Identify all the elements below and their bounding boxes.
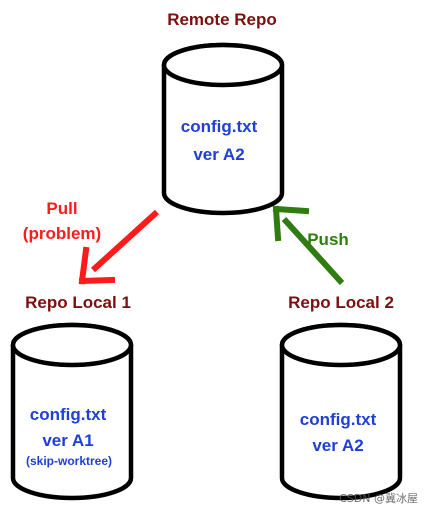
pull-problem-label: (problem) (23, 224, 101, 243)
repo-local-1-file: config.txt (30, 405, 107, 424)
remote-repo-version: ver A2 (193, 145, 244, 164)
repo-local-1-cylinder (10, 322, 134, 501)
repo-local-1: Repo Local 1 config.txt ver A1 (skip-wor… (10, 293, 134, 501)
repo-local-2-file: config.txt (300, 410, 377, 429)
remote-repo-file: config.txt (181, 117, 258, 136)
repo-local-1-version: ver A1 (42, 431, 93, 450)
remote-repo-cylinder (161, 42, 285, 216)
watermark: CSDN @冀冰屋 (339, 491, 418, 505)
arrow-up-left-icon (272, 205, 345, 286)
remote-repo-title: Remote Repo (167, 10, 277, 29)
repo-local-2: Repo Local 2 config.txt ver A2 (279, 293, 403, 501)
push-arrow: Push (272, 205, 349, 286)
repo-local-2-title: Repo Local 2 (288, 293, 394, 312)
push-label: Push (307, 230, 349, 249)
repo-local-1-note: (skip-worktree) (26, 454, 112, 468)
repo-local-1-title: Repo Local 1 (25, 293, 131, 312)
repo-local-2-cylinder (279, 322, 403, 501)
repo-local-2-version: ver A2 (312, 436, 363, 455)
pull-label: Pull (46, 199, 77, 218)
pull-arrow: Pull (problem) (23, 199, 160, 285)
arrow-down-left-icon (78, 209, 160, 285)
remote-repo: Remote Repo config.txt ver A2 (161, 10, 285, 216)
